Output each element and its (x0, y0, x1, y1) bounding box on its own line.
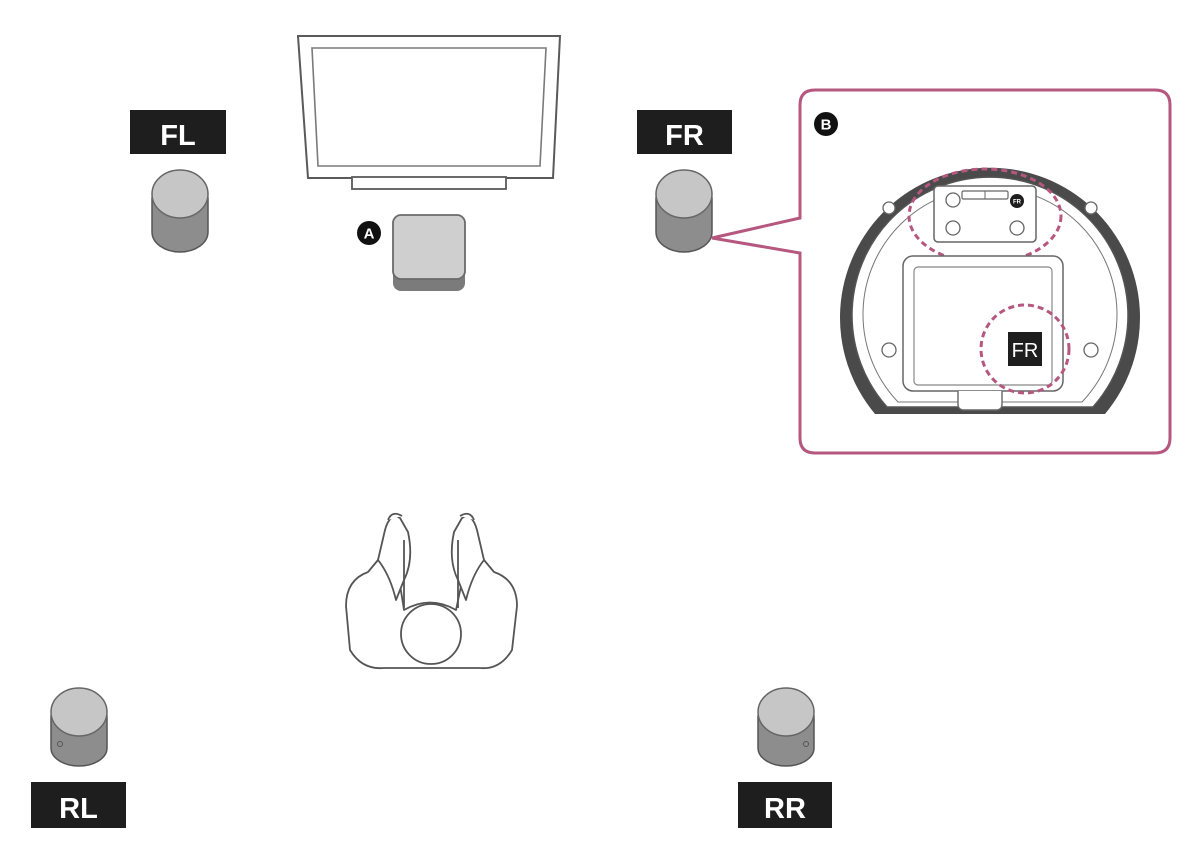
fr-label-box (1008, 332, 1042, 366)
panel-button-icon (1009, 220, 1025, 236)
tv (296, 35, 562, 190)
label-rl: RL (59, 793, 98, 825)
label-rr: RR (764, 793, 806, 825)
speaker-rear-view: FR FR (840, 167, 1140, 414)
speaker-front-right: FR (637, 110, 732, 253)
highlight-panel (907, 167, 1063, 265)
speaker-front-left: FL (130, 110, 226, 253)
listener (345, 512, 518, 670)
speaker-rear-left: RL (31, 687, 126, 828)
label-fr: FR (665, 120, 704, 152)
fr-label-text: FR (1012, 340, 1039, 362)
label-plate (913, 266, 1053, 386)
label-box-fl (130, 110, 226, 154)
fr-tiny-label: FR (1013, 200, 1022, 206)
marker-a-letter: A (364, 226, 375, 243)
marker-a: A (357, 221, 381, 245)
panel-button-icon (945, 220, 961, 236)
label-fl: FL (160, 120, 195, 152)
callout-b: B FR FR (711, 88, 1172, 455)
marker-b: B (814, 112, 838, 136)
label-box-fr (637, 110, 732, 154)
marker-b-letter: B (821, 117, 832, 134)
fr-tiny-badge (1010, 194, 1024, 208)
panel-button-icon (945, 192, 961, 208)
speaker-rear-right: RR (738, 687, 832, 828)
highlight-fr-label (979, 303, 1071, 395)
subwoofer-unit (392, 214, 466, 291)
label-box-rl (31, 782, 126, 828)
label-box-rr (738, 782, 832, 828)
